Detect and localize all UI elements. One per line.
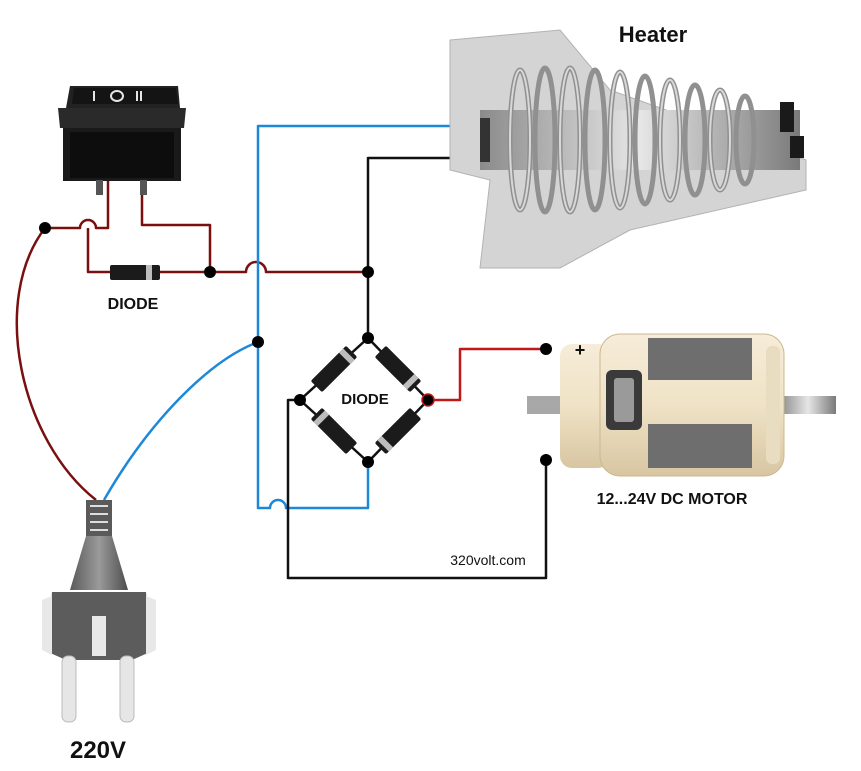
heater-coil-icon	[449, 29, 807, 269]
heater-feed-wire	[160, 260, 368, 274]
neutral-wire-bridge	[256, 342, 370, 510]
website-label: 320volt.com	[450, 552, 525, 568]
bridge-diodes	[311, 346, 421, 454]
motor-positive-wire	[428, 347, 546, 402]
switch-output-wire	[140, 180, 212, 272]
diode-feed-wire	[86, 228, 110, 274]
rocker-switch-icon	[58, 86, 186, 195]
dc-motor-icon	[527, 333, 836, 477]
live-wire-plug	[15, 227, 97, 501]
single-diode	[110, 265, 160, 280]
switch-input-wire	[45, 180, 110, 230]
power-plug-icon	[42, 500, 156, 723]
motor-negative-wire	[286, 398, 548, 580]
neutral-wire-plug	[102, 340, 259, 501]
junctions	[39, 222, 552, 468]
switch-symbols	[93, 90, 142, 102]
neutral-wire-heater	[256, 124, 485, 342]
heater-return-wire	[366, 156, 475, 338]
bridge-diode-label: DIODE	[341, 391, 389, 408]
motor-label: 12...24V DC MOTOR	[597, 491, 748, 508]
plug-voltage-label: 220V	[70, 737, 126, 764]
heater-label: Heater	[619, 22, 688, 47]
single-diode-label: DIODE	[108, 296, 159, 313]
motor-plus-label: +	[575, 340, 586, 360]
